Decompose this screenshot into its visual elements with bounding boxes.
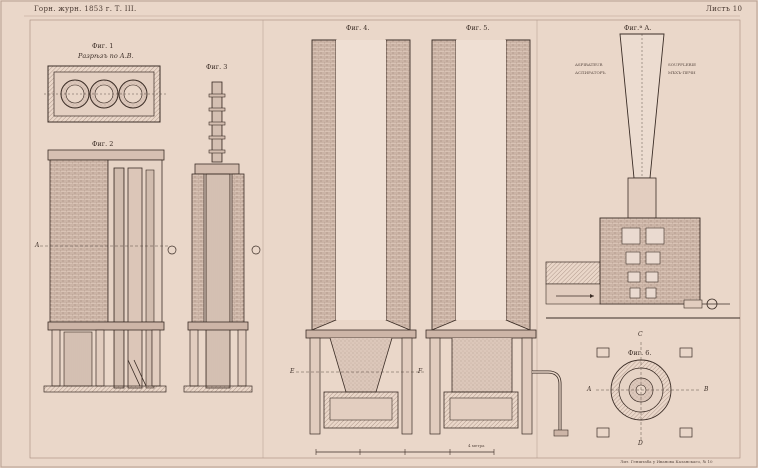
soufflerie-label: SOUFFLERIE	[668, 62, 697, 67]
fig2-caption: Фиг. 2	[92, 140, 114, 148]
figA-aspirator-drawing	[545, 33, 740, 319]
fig3-caption: Фиг. 3	[206, 63, 228, 71]
fig2-elevation-drawing	[40, 149, 170, 393]
fig6-label-b: B	[704, 386, 709, 393]
aspirateur-label: ASPIRATEUR	[575, 62, 603, 67]
soufflerie-ru-label: МѢХЪ-ПЕЧИ	[668, 70, 696, 75]
printer-imprint: Лит. Генштаба у Иванова Казанскаго, № 10	[620, 459, 713, 464]
figA-caption: Фиг.ª А.	[624, 24, 652, 32]
fig3-section-drawing	[167, 81, 261, 393]
sheet-number: Листъ 10	[706, 5, 743, 13]
fig6-label-a: A	[587, 386, 592, 393]
fig1-plan-drawing	[44, 65, 166, 123]
fig6-label-c: C	[638, 331, 643, 338]
fig5-stack-drawing	[425, 39, 569, 437]
fig1-caption: Фиг. 1	[92, 42, 114, 50]
section-label-a: A	[35, 242, 40, 249]
section-label-f: F	[418, 368, 423, 375]
fig6-caption: Фиг. 6.	[628, 349, 652, 357]
scale-bar	[315, 449, 495, 455]
section-label-e: E	[290, 368, 295, 375]
fig6-plan-drawing	[596, 342, 700, 440]
fig1-subcaption: Разрѣзъ по А.В.	[78, 52, 134, 60]
aspirateur-ru-label: АСПИРАТОРЪ	[575, 70, 606, 75]
fig5-caption: Фиг. 5.	[466, 24, 490, 32]
fig4-stack-drawing	[296, 39, 424, 435]
fig4-caption: Фиг. 4.	[346, 24, 370, 32]
fig6-label-d: D	[638, 440, 643, 447]
scale-label: 4 метра	[468, 443, 485, 448]
journal-header: Горн. журн. 1853 г. Т. III.	[34, 5, 137, 13]
